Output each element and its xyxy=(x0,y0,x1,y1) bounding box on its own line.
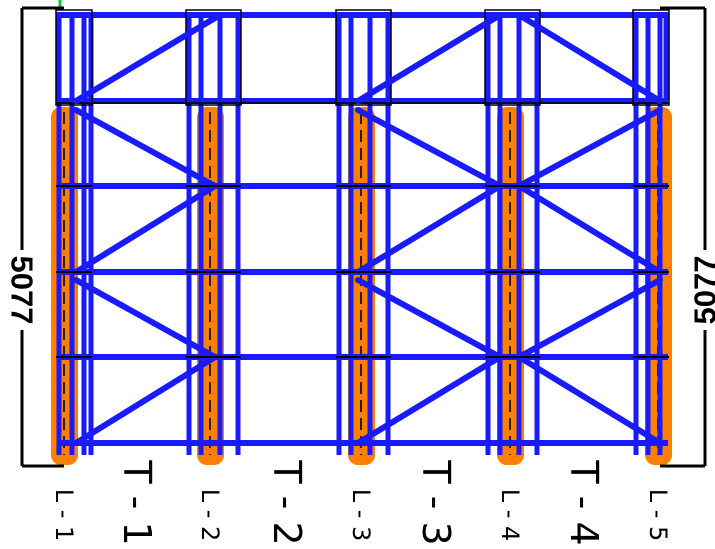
span-label-2: T - 2 xyxy=(265,459,309,545)
line-label-3: L - 3 xyxy=(347,489,375,542)
span-label-1: T - 1 xyxy=(115,459,159,545)
left-dimension xyxy=(20,6,64,468)
line-label-5: L - 5 xyxy=(644,489,672,542)
span-label-4: T - 4 xyxy=(562,459,606,545)
line-label-1: L - 1 xyxy=(50,489,78,542)
line-label-4: L - 4 xyxy=(496,489,524,542)
right-dimension xyxy=(660,6,707,468)
top-outline xyxy=(55,9,670,106)
line-label-2: L - 2 xyxy=(196,489,224,542)
line-labels: L - 1 L - 2 L - 3 L - 4 L - 5 xyxy=(50,489,672,542)
span-labels: T - 1 T - 2 T - 3 T - 4 xyxy=(115,459,606,545)
span-label-3: T - 3 xyxy=(414,459,458,545)
joint-ticks xyxy=(56,185,669,358)
right-dimension-text: 5077 xyxy=(688,256,715,325)
left-dimension-text: 5077 xyxy=(5,256,40,325)
